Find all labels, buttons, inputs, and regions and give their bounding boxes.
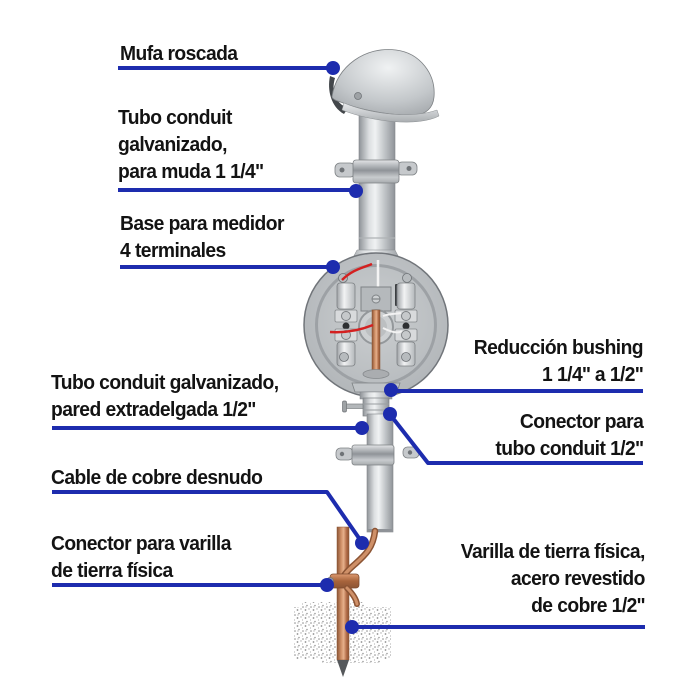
label-mufa: Mufa roscada (120, 42, 238, 65)
weatherhead-icon (329, 49, 440, 123)
leader-ground-rod (345, 620, 645, 634)
ground-rod-illustration (336, 526, 350, 677)
leader-copper-cable (52, 490, 369, 550)
leader-conduit-connector (383, 407, 643, 465)
leader-rod-connector (52, 578, 334, 592)
leader-meter-base (120, 260, 340, 274)
label-copper-cable: Cable de cobre desnudo (51, 466, 263, 489)
label-ground-rod: Varilla de tierra física, acero revestid… (460, 540, 646, 617)
pipe-strap-lower-icon (335, 444, 420, 466)
label-thin-conduit: Tubo conduit galvanizado, pared extradel… (51, 371, 279, 421)
label-rod-connector: Conector para varilla de tierra física (51, 532, 231, 582)
leader-mufa (118, 61, 340, 75)
rod-clamp-icon (326, 573, 360, 607)
thin-conduit-illustration (366, 413, 394, 533)
leader-riser-conduit (118, 184, 363, 198)
pipe-strap-upper-icon (334, 159, 418, 184)
conduit-connector-icon (342, 397, 390, 417)
leader-thin-conduit (52, 421, 369, 435)
label-meter-base: Base para medidor 4 terminales (120, 212, 284, 262)
label-reducer-bushing: Reducción bushing 1 1/4'' a 1/2'' (473, 336, 644, 386)
leader-reducer-bushing (384, 383, 643, 397)
meter-base-illustration (303, 249, 449, 398)
label-conduit-connector: Conector para tubo conduit 1/2'' (495, 410, 643, 460)
leader-lines (52, 61, 645, 634)
label-riser-conduit: Tubo conduit galvanizado, para muda 1 1/… (118, 106, 264, 183)
